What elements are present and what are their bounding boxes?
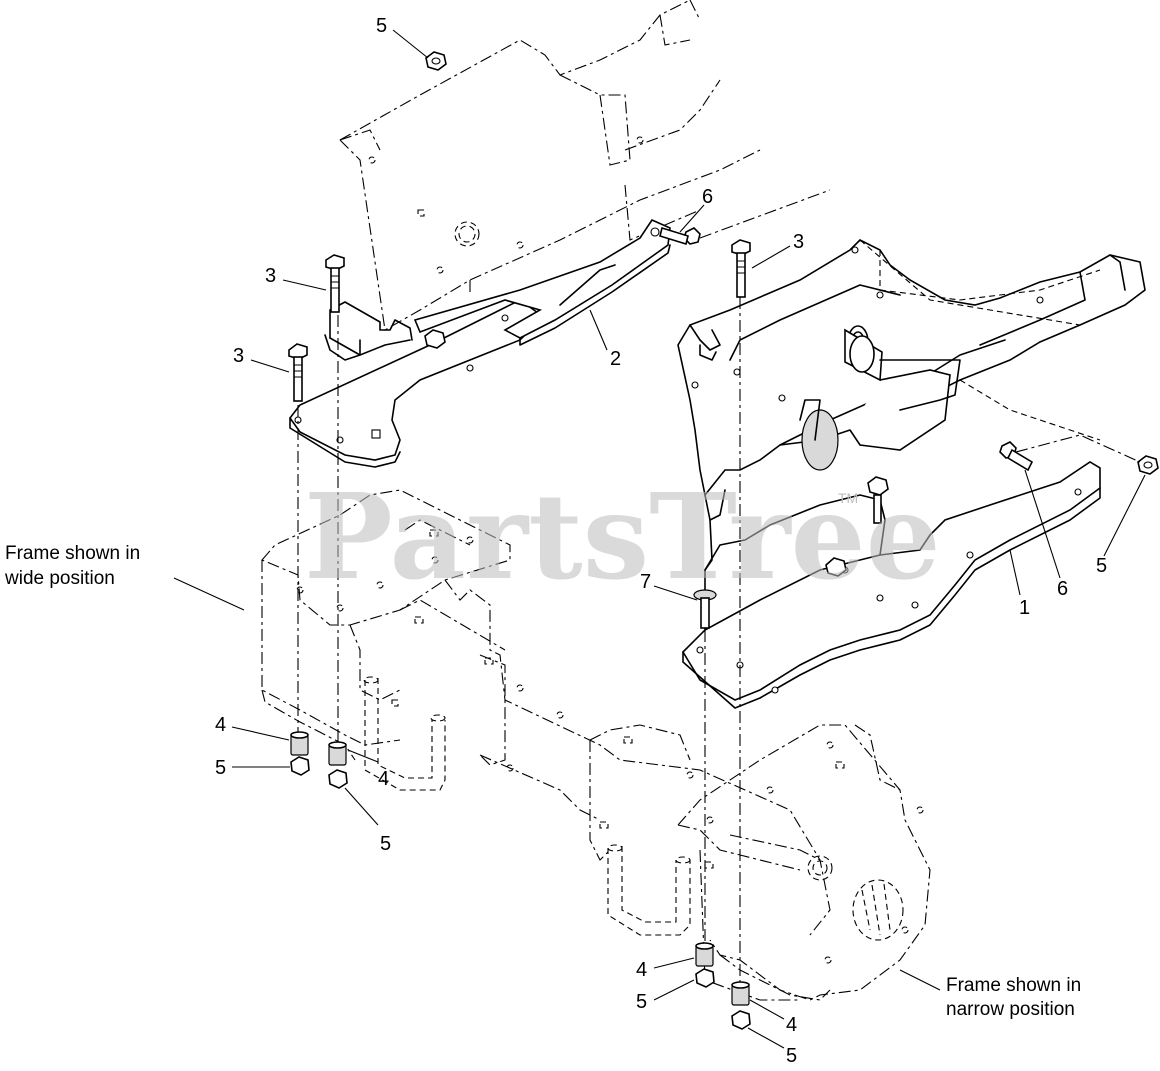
callout-5-top: 5 <box>376 15 387 37</box>
callout-7: 7 <box>640 571 651 593</box>
bolt-6-lower <box>999 441 1034 472</box>
spacer-4-left2 <box>328 741 347 766</box>
nut-5-right <box>1137 455 1159 475</box>
u-bolt-left <box>363 676 446 791</box>
nut-5-left2 <box>328 769 348 789</box>
nut-plate <box>424 329 446 349</box>
watermark-tm: TM <box>838 490 858 506</box>
callout-4-left2: 4 <box>378 768 389 790</box>
leader-lines <box>173 29 1146 1049</box>
note-narrow-line1: Frame shown in <box>946 975 1081 996</box>
callout-5-left2: 5 <box>380 833 391 855</box>
upper-left-frame-rail <box>339 0 761 331</box>
note-wide-line1: Frame shown in <box>5 543 140 564</box>
spacer-4-bottom2 <box>731 981 750 1006</box>
watermark: PartsTree TM <box>304 467 941 606</box>
nut-5-bottom2 <box>731 1010 751 1030</box>
callout-5-right: 5 <box>1096 555 1107 577</box>
frame-1-plate <box>681 461 1101 709</box>
note-wide-position: Frame shown in wide position <box>4 543 140 589</box>
note-narrow-position: Frame shown in narrow position <box>946 975 1081 1020</box>
callout-4-bottom2: 4 <box>786 1014 797 1036</box>
spacer-4-left <box>290 731 309 756</box>
callout-1: 1 <box>1019 597 1030 619</box>
wide-frame-ghost <box>261 489 831 936</box>
bolt-3-mid <box>288 343 308 402</box>
nut-5-bottom <box>695 968 715 988</box>
callout-6-upper: 6 <box>702 186 713 208</box>
callout-3-right: 3 <box>793 231 804 253</box>
callout-5-left: 5 <box>215 757 226 779</box>
nut-5-top <box>425 51 447 71</box>
nut-5-left <box>290 756 310 776</box>
narrow-frame-ghost <box>677 724 931 1001</box>
callout-4-bottom: 4 <box>636 959 647 981</box>
callout-4-left: 4 <box>215 714 226 736</box>
callout-2: 2 <box>610 348 621 370</box>
note-narrow-line2: narrow position <box>946 999 1075 1020</box>
callout-5-bottom2: 5 <box>786 1045 797 1067</box>
spacer-4-bottom <box>695 942 714 967</box>
note-wide-line2: wide position <box>4 568 115 589</box>
bolt-3-upper <box>325 254 345 313</box>
bolt-6-upper <box>659 226 701 246</box>
centerlines <box>297 189 1141 985</box>
callout-5-bottom: 5 <box>636 991 647 1013</box>
bolt-3-right <box>731 239 751 298</box>
callout-3-upper: 3 <box>265 265 276 287</box>
watermark-text: PartsTree <box>304 467 941 606</box>
bracket-2 <box>413 218 671 346</box>
carriage-bolt-7 <box>693 589 717 629</box>
callouts: 5 6 3 3 3 2 7 1 6 5 4 5 4 5 4 5 4 5 <box>215 15 1107 1067</box>
u-bolt-right <box>607 844 691 936</box>
spindle-assembly <box>799 325 961 471</box>
callout-6-lower: 6 <box>1057 578 1068 600</box>
callout-3-mid: 3 <box>233 345 244 367</box>
